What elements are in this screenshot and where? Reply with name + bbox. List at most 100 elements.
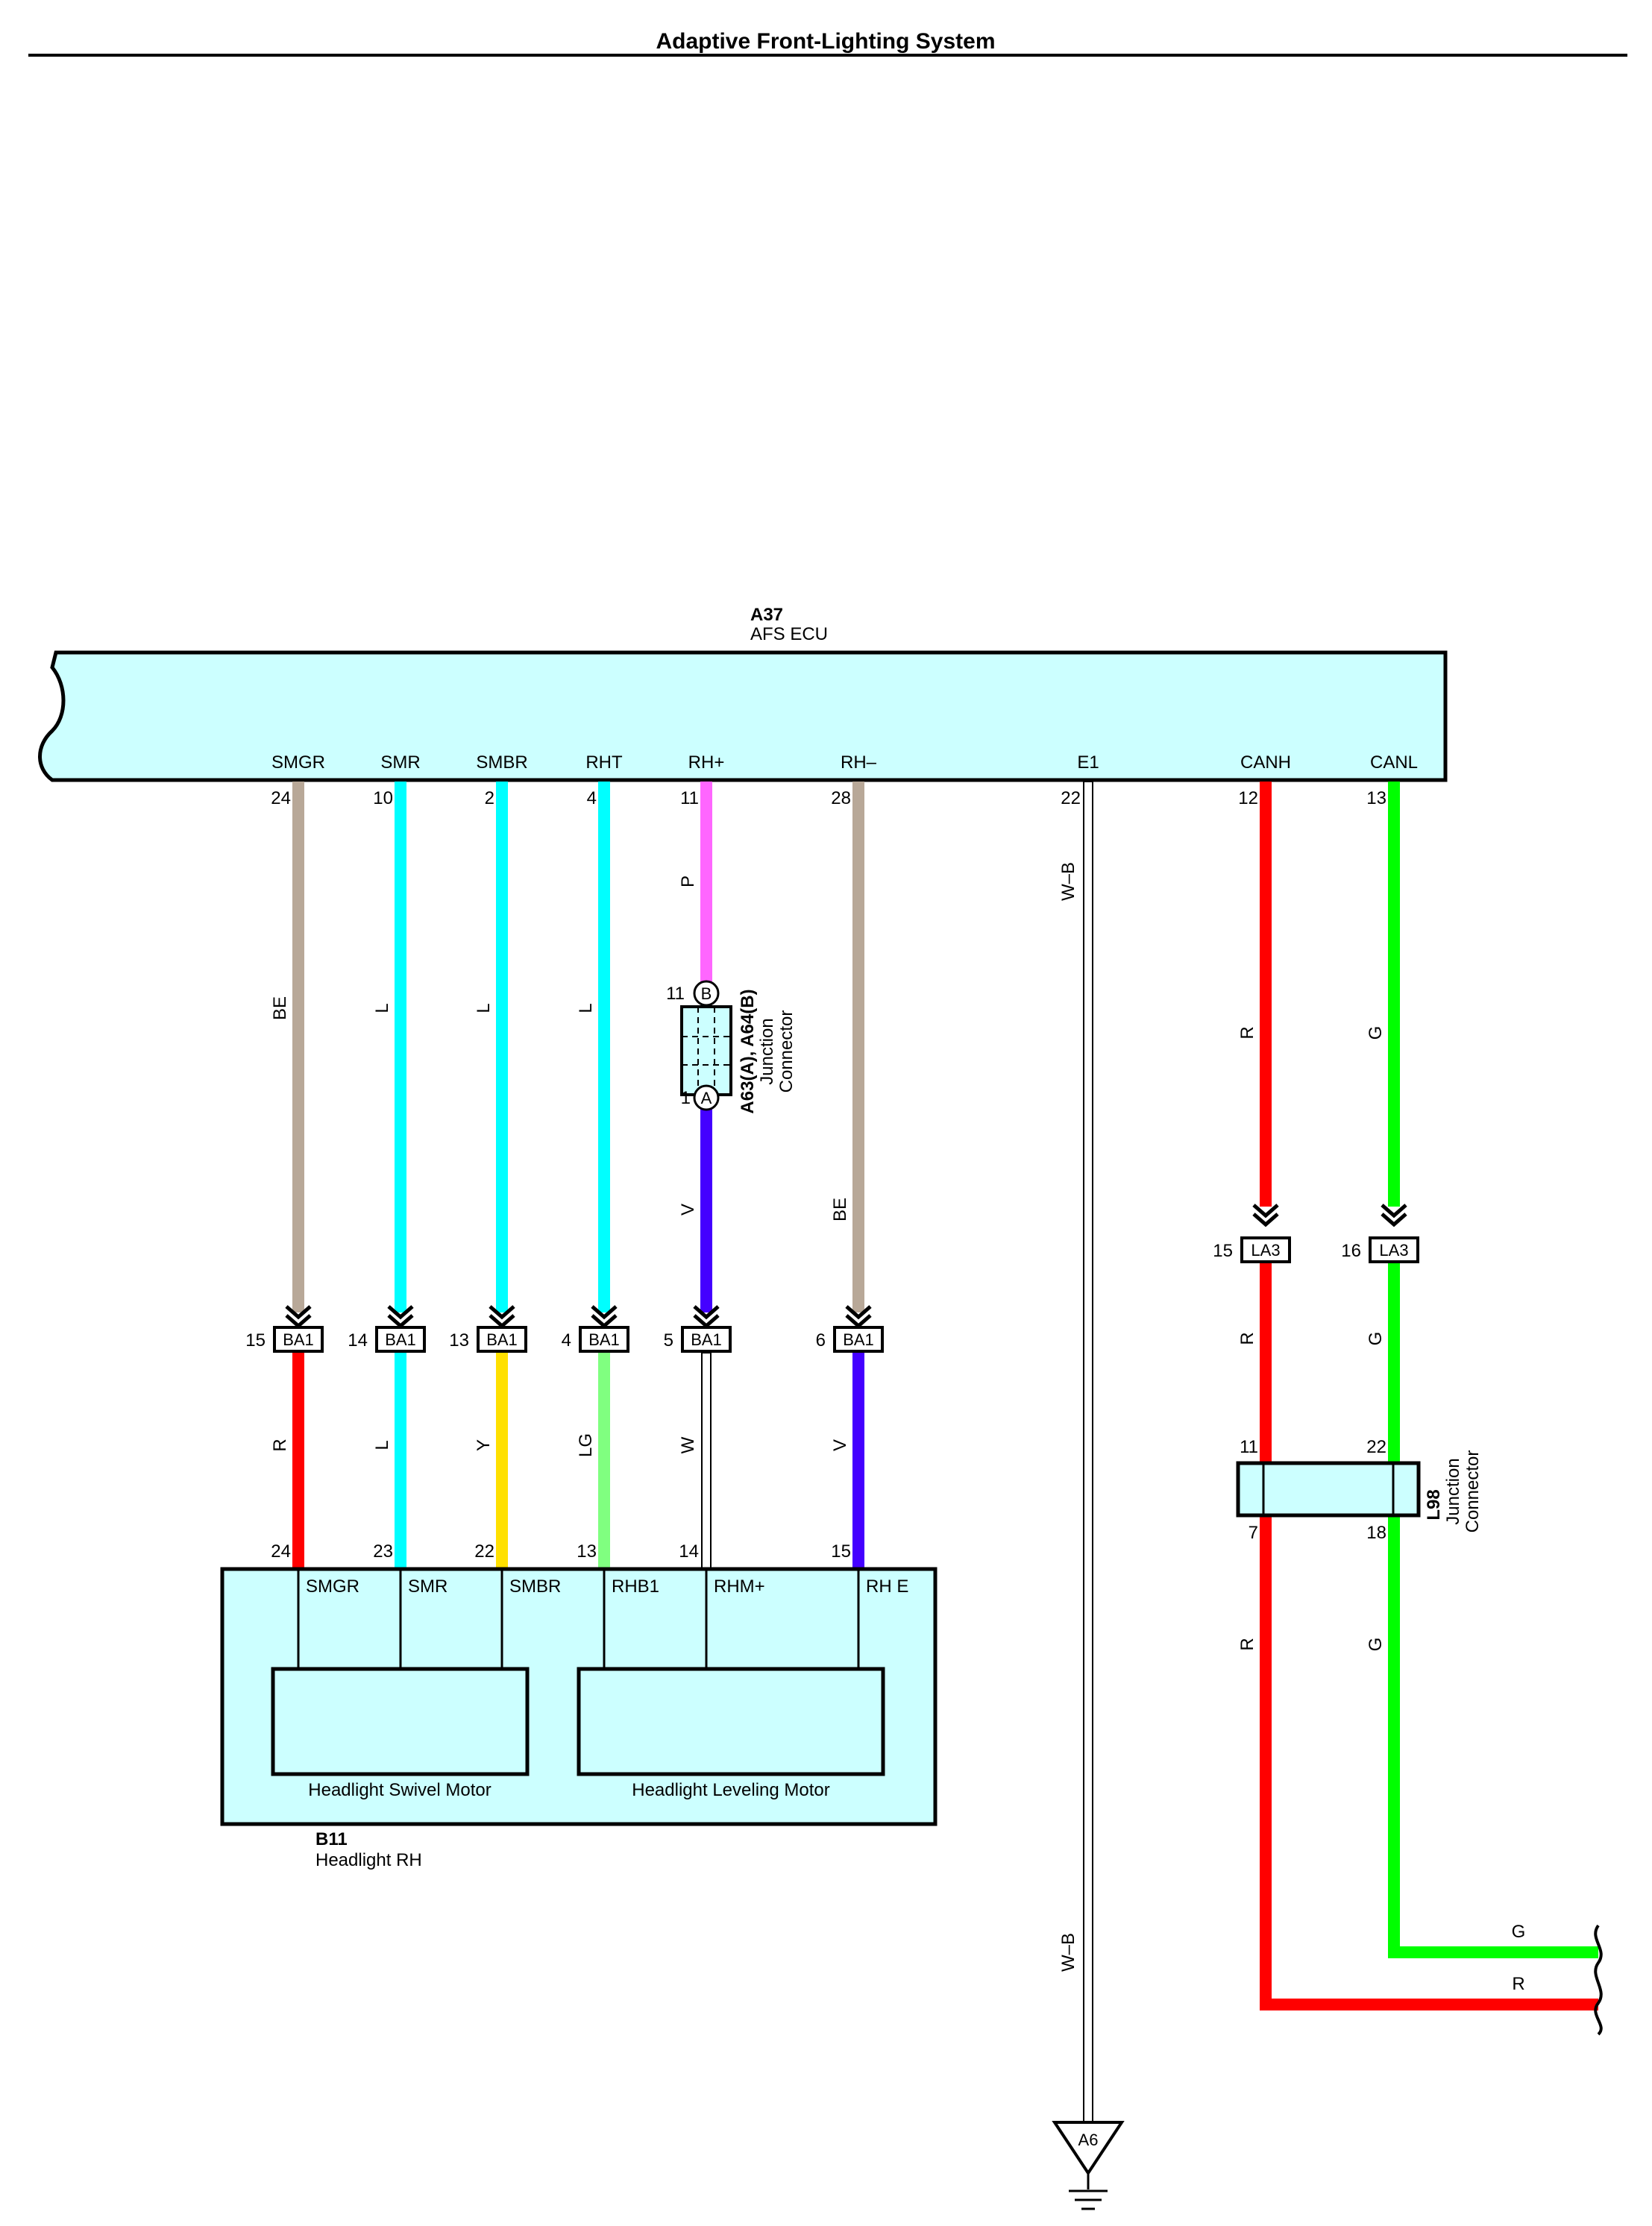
ba1-pin: 14	[348, 1330, 368, 1351]
ecu-pin: 28	[831, 788, 851, 808]
wire-code: R	[1237, 1638, 1257, 1650]
junction-mark-a-label: A	[701, 1089, 712, 1107]
ecu-pin: 13	[1366, 788, 1386, 808]
wire-be-smgr	[292, 782, 304, 1312]
page-title: Adaptive Front-Lighting System	[656, 29, 995, 54]
wire-wb-e1	[1083, 781, 1093, 2125]
ecu-pin-numbers: 24 10 2 4 11 28 22 12 13	[271, 788, 1386, 808]
headlight-terminal-names: SMGR SMR SMBR RHB1 RHM+ RH E	[306, 1576, 908, 1597]
wire-v	[852, 1353, 864, 1569]
ba1-code: BA1	[843, 1330, 874, 1349]
ground-id: A6	[1078, 2131, 1099, 2149]
headlight-terminal: RHM+	[714, 1576, 765, 1597]
wire-code: Y	[474, 1439, 494, 1451]
wire-code: W–B	[1058, 862, 1078, 901]
wire-code: W–B	[1058, 1933, 1078, 1972]
ecu-box	[38, 650, 1448, 782]
ba1-pin: 6	[816, 1330, 826, 1351]
wire-lg	[598, 1353, 610, 1569]
ecu-terminal-rh-plus: RH+	[688, 752, 725, 773]
headlight-pin: 22	[474, 1541, 494, 1562]
headlight-internal-leads	[297, 1571, 860, 1669]
junction-a63: B A 11 1 A63(A), A64(B) Junction Connect…	[666, 980, 797, 1114]
ba1-code: BA1	[283, 1330, 314, 1349]
wire-code: G	[1366, 1332, 1386, 1346]
la3-pin: 15	[1213, 1241, 1233, 1261]
wire-code: L	[372, 1003, 392, 1013]
headlight-terminal: SMGR	[306, 1576, 359, 1597]
l98-pin: 18	[1366, 1523, 1386, 1543]
wire-r-canh	[1260, 782, 1272, 1207]
headlight-rh: 24 23 22 13 14 15 SMGR SMR SMBR RHB1 RHM…	[220, 1541, 938, 1870]
la3-box	[1369, 1236, 1419, 1263]
wire-code: R	[270, 1439, 290, 1451]
wire-code: V	[830, 1439, 850, 1451]
junction-mark-a	[693, 1084, 720, 1111]
wire-p-rh-plus	[700, 782, 712, 983]
ba1-connectors: BA1 15 BA1 14 BA1 13 BA1 4 BA1 5 BA1 6	[245, 1326, 884, 1353]
ba1-box	[833, 1326, 884, 1353]
lower-wire-codes: R L Y LG W V	[270, 1433, 850, 1457]
wire-y	[496, 1353, 508, 1569]
headlight-terminal: RHB1	[612, 1576, 659, 1597]
ba1-box	[375, 1326, 426, 1353]
ba1-code: BA1	[385, 1330, 416, 1349]
swivel-motor-box	[271, 1667, 530, 1776]
la3-connectors: LA3 15 LA3 16	[1213, 1236, 1419, 1263]
junction-l98: 11 22 7 18 L98 Junction Connector	[1236, 1437, 1483, 1543]
wire-l-smr	[395, 782, 406, 1312]
ba1-pin: 15	[245, 1330, 266, 1351]
ecu-terminal-smr: SMR	[380, 752, 420, 773]
ba1-code: BA1	[588, 1330, 620, 1349]
swivel-motor-label: Headlight Swivel Motor	[308, 1780, 491, 1800]
wire-code: LG	[576, 1433, 596, 1457]
ecu-pin: 2	[485, 788, 494, 808]
l98-pin: 11	[1240, 1437, 1258, 1457]
ecu-pin: 4	[587, 788, 597, 808]
junction-id: A63(A), A64(B)	[738, 989, 758, 1113]
headlight-terminal: SMR	[408, 1576, 447, 1597]
ba1-pin: 4	[562, 1330, 571, 1351]
wire-be-rh-minus	[852, 782, 864, 1312]
ground-a6: W–B A6	[1052, 1933, 1125, 2210]
ba1-pin: 5	[664, 1330, 673, 1351]
upper-wires	[292, 781, 1400, 2125]
can-wire-codes: R G R G G R	[1237, 1332, 1525, 1994]
ecu-pin: 10	[373, 788, 393, 808]
wire-l-rht	[598, 782, 610, 1312]
ba1-box	[477, 1326, 527, 1353]
ba1-code: BA1	[486, 1330, 518, 1349]
wire-code: W	[678, 1436, 698, 1453]
junction-line1: Junction	[757, 1018, 777, 1084]
headlight-pin: 24	[271, 1541, 291, 1562]
l98-pin: 22	[1366, 1437, 1386, 1457]
l98-pin: 7	[1249, 1523, 1258, 1543]
connector-arrows	[285, 1204, 1407, 1329]
l98-id: L98	[1424, 1489, 1444, 1520]
wire-code: BE	[830, 1198, 850, 1222]
wire-g-exit	[1388, 1946, 1598, 1958]
break-marks	[1594, 1924, 1603, 2036]
junction-line2: Connector	[776, 1010, 797, 1093]
la3-pin: 16	[1341, 1241, 1361, 1261]
junction-pin-b: 11	[666, 984, 685, 1004]
ecu-name: AFS ECU	[750, 624, 828, 644]
headlight-pin: 13	[577, 1541, 597, 1562]
lower-wires	[292, 1352, 864, 1570]
ecu-terminal-rh-minus: RH–	[841, 752, 877, 773]
junction-body	[680, 1005, 732, 1096]
ground-triangle	[1052, 2121, 1125, 2176]
ecu-terminal-smbr: SMBR	[476, 752, 527, 773]
wire-code: V	[678, 1204, 698, 1216]
wire-code: L	[372, 1440, 392, 1450]
la3-code: LA3	[1251, 1241, 1280, 1260]
headlight-name: Headlight RH	[315, 1850, 422, 1870]
ecu-terminal-canl: CANL	[1370, 752, 1418, 773]
wire-code: G	[1366, 1638, 1386, 1652]
upper-wire-codes: BE L L L P V BE W–B R G	[270, 862, 1386, 1222]
la3-box	[1240, 1236, 1291, 1263]
wire-l	[395, 1353, 406, 1569]
ba1-code: BA1	[691, 1330, 722, 1349]
headlight-terminal: SMBR	[509, 1576, 561, 1597]
wire-w	[701, 1352, 712, 1570]
